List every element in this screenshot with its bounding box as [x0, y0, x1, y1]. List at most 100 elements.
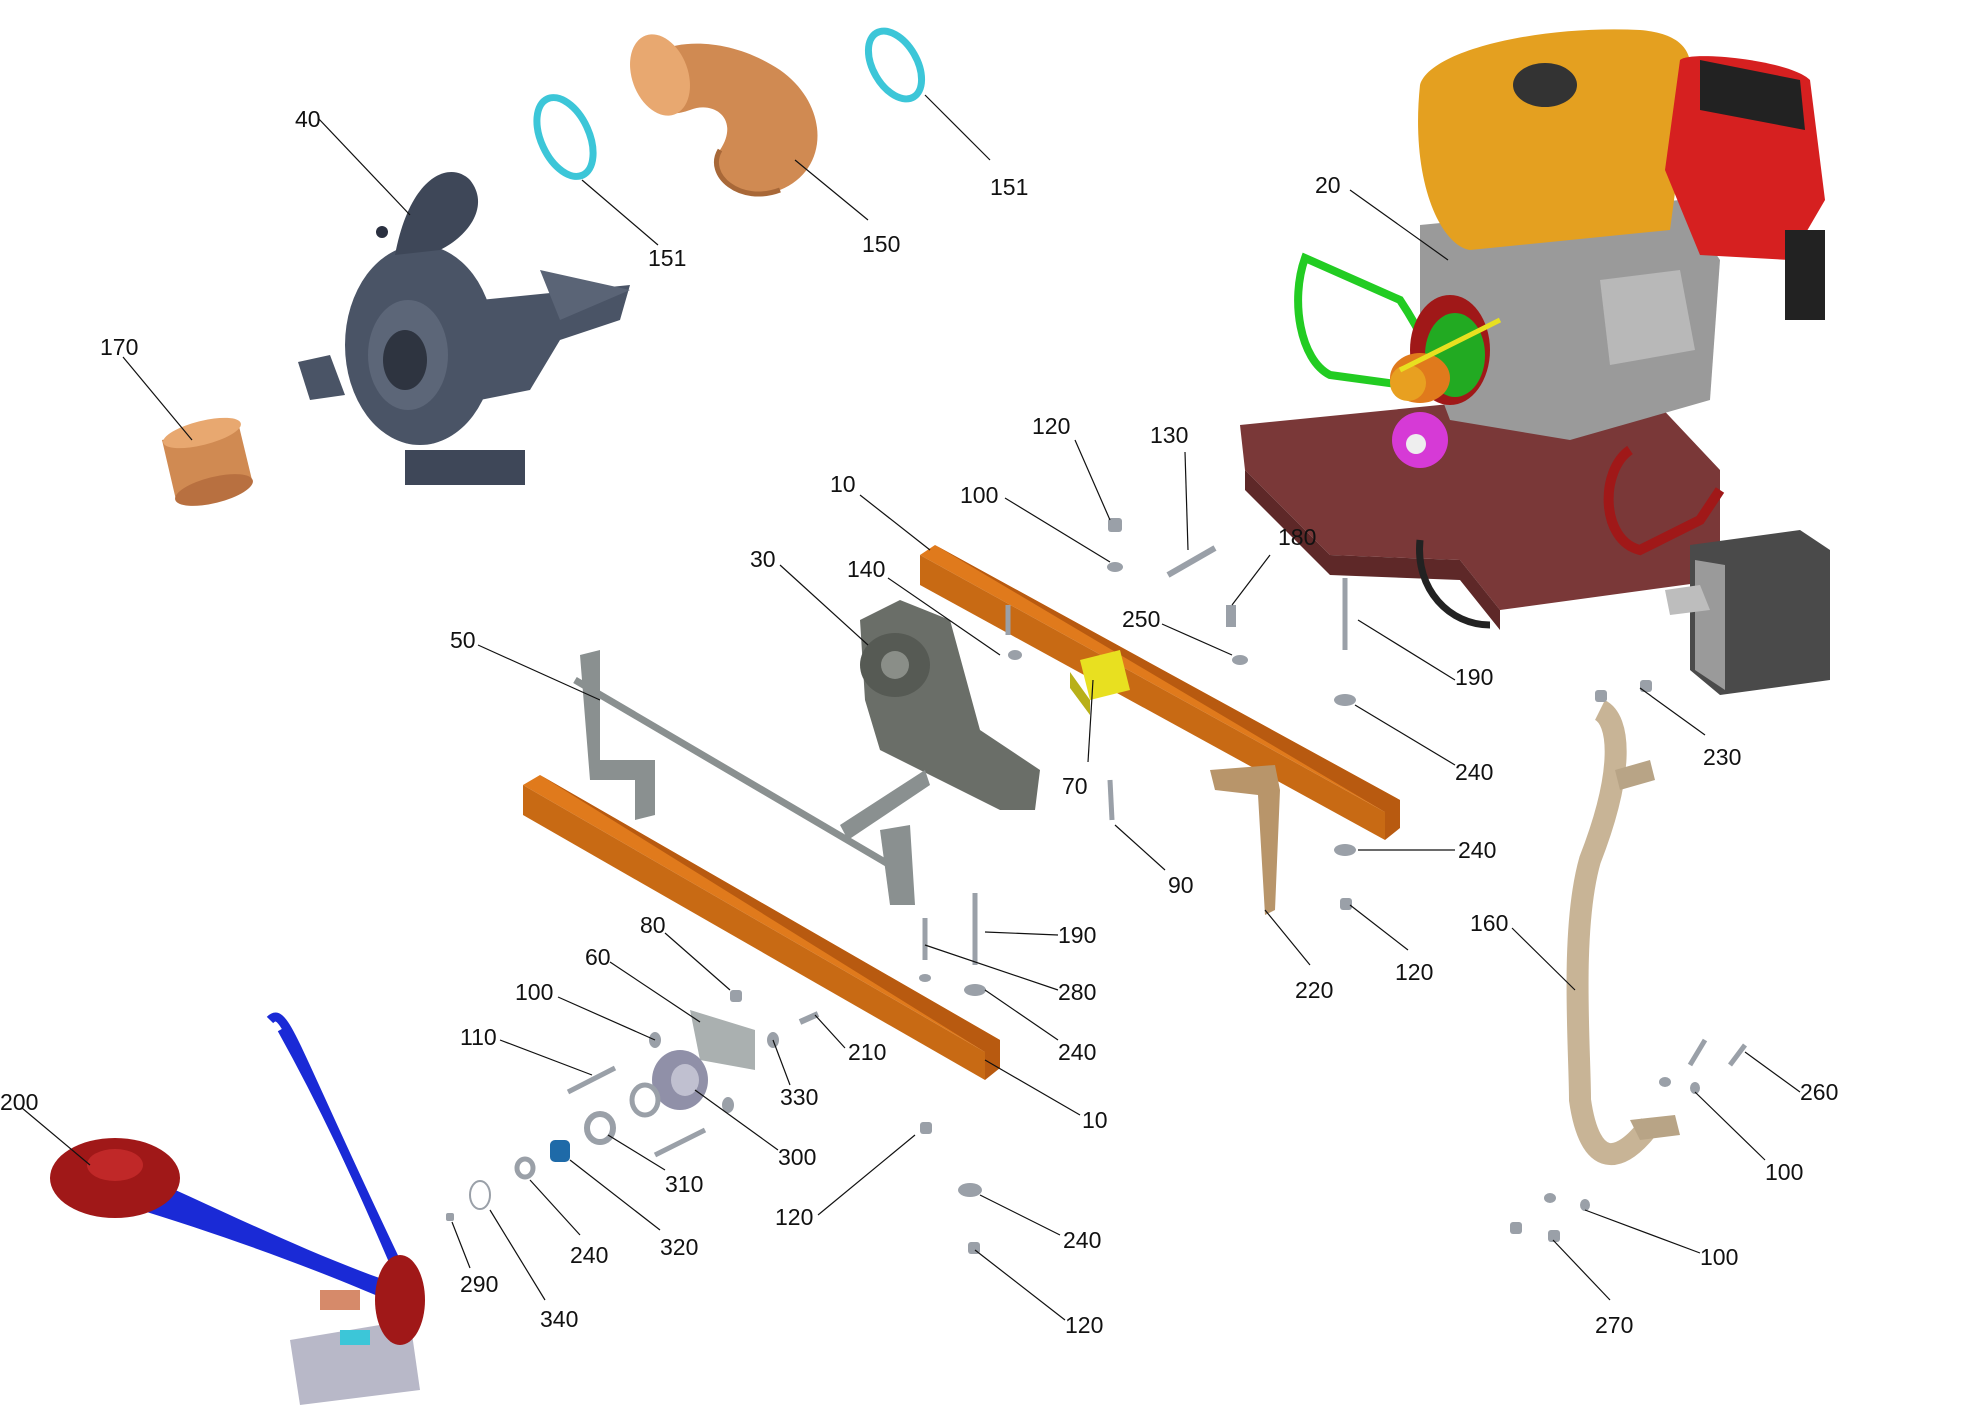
callout-label: 120	[1395, 959, 1433, 985]
callout-label: 80	[640, 912, 666, 938]
callout-label: 180	[1278, 524, 1316, 550]
callout-label: 260	[1800, 1079, 1838, 1105]
callout-180: 180	[1231, 524, 1316, 606]
callout-100-top: 100	[960, 482, 1111, 563]
callout-320: 320	[569, 1159, 698, 1260]
callout-label: 310	[665, 1171, 703, 1197]
callout-group: 40 151 150 151 170 20 120 130 100 10 180…	[0, 94, 1838, 1338]
callout-label: 100	[960, 482, 998, 508]
part-muffler	[1665, 530, 1830, 695]
callout-label: 30	[750, 546, 776, 572]
fastener-set	[446, 518, 1747, 1254]
callout-240-e: 240	[529, 1179, 608, 1268]
part-30-pillow-block	[860, 600, 1040, 810]
callout-220: 220	[1264, 909, 1333, 1003]
callout-310: 310	[607, 1134, 703, 1197]
part-320-fitting	[550, 1140, 570, 1162]
callout-label: 70	[1062, 773, 1088, 799]
part-300-idler-pulley	[652, 1050, 708, 1110]
callout-30: 30	[750, 546, 869, 646]
part-60-plate	[690, 1010, 755, 1070]
callout-label: 170	[100, 334, 138, 360]
callout-170: 170	[100, 334, 193, 441]
callout-label: 200	[0, 1089, 38, 1115]
callout-151-right: 151	[924, 94, 1028, 200]
callout-label: 60	[585, 944, 611, 970]
callout-label: 110	[460, 1024, 497, 1050]
part-20-engine	[1240, 29, 1825, 630]
callout-10-upper: 10	[830, 471, 931, 551]
callout-240-d: 240	[979, 1194, 1101, 1253]
callout-340: 340	[489, 1209, 578, 1332]
callout-60: 60	[585, 944, 701, 1023]
callout-240-a: 240	[1354, 704, 1493, 785]
callout-label: 240	[1458, 837, 1496, 863]
callout-label: 190	[1058, 922, 1096, 948]
callout-330: 330	[772, 1039, 818, 1110]
callout-120-mid: 120	[1349, 904, 1433, 985]
callout-label: 240	[1058, 1039, 1096, 1065]
callout-70: 70	[1062, 679, 1094, 799]
callout-290: 290	[451, 1221, 498, 1297]
callout-label: 160	[1470, 910, 1508, 936]
callout-210: 210	[814, 1014, 886, 1065]
callout-90: 90	[1114, 824, 1194, 898]
callout-label: 20	[1315, 172, 1341, 198]
callout-label: 151	[990, 174, 1028, 200]
callout-label: 100	[1765, 1159, 1803, 1185]
callout-190-top: 190	[1357, 619, 1493, 690]
callout-label: 320	[660, 1234, 698, 1260]
callout-190-mid: 190	[984, 922, 1096, 948]
callout-140: 140	[847, 556, 1001, 656]
callout-151-left: 151	[581, 179, 686, 271]
callout-label: 10	[1082, 1107, 1108, 1133]
callout-label: 280	[1058, 979, 1096, 1005]
callout-label: 300	[778, 1144, 816, 1170]
callout-label: 10	[830, 471, 856, 497]
callout-label: 100	[515, 979, 553, 1005]
callout-240-c: 240	[984, 989, 1096, 1065]
callout-120-lower: 120	[775, 1134, 916, 1230]
callout-label: 340	[540, 1306, 578, 1332]
callout-120-bottom: 120	[974, 1249, 1103, 1338]
part-170-coupling-sleeve	[162, 417, 253, 506]
callout-label: 290	[460, 1271, 498, 1297]
callout-label: 240	[1063, 1227, 1101, 1253]
callout-label: 240	[1455, 759, 1493, 785]
callout-label: 250	[1122, 606, 1160, 632]
callout-100-right: 100	[1694, 1091, 1803, 1185]
callout-110: 110	[460, 1024, 593, 1076]
callout-10-lower: 10	[984, 1059, 1108, 1133]
callout-230: 230	[1639, 687, 1741, 770]
callout-label: 50	[450, 627, 476, 653]
callout-200: 200	[0, 1089, 91, 1166]
part-151-hose-clamp-left	[533, 94, 597, 180]
callout-50: 50	[450, 627, 601, 701]
callout-label: 190	[1455, 664, 1493, 690]
part-200-belt-drive	[50, 1012, 425, 1405]
part-10-frame-rail-lower	[523, 775, 1000, 1080]
part-40-blower	[298, 172, 630, 485]
callout-label: 220	[1295, 977, 1333, 1003]
callout-label: 210	[848, 1039, 886, 1065]
callout-40: 40	[295, 106, 411, 216]
callout-20: 20	[1315, 172, 1449, 261]
callout-label: 100	[1700, 1244, 1738, 1270]
part-50-shaft-assembly	[573, 650, 930, 905]
callout-280: 280	[924, 944, 1096, 1005]
callout-label: 240	[570, 1242, 608, 1268]
callout-label: 120	[1032, 413, 1070, 439]
callout-100-mid: 100	[515, 979, 656, 1041]
callout-150: 150	[794, 159, 900, 257]
callout-250: 250	[1122, 606, 1233, 656]
callout-240-b: 240	[1358, 837, 1496, 863]
callout-label: 120	[1065, 1312, 1103, 1338]
callout-160: 160	[1470, 910, 1576, 991]
callout-100-lower-right: 100	[1584, 1209, 1738, 1270]
callout-label: 151	[648, 245, 686, 271]
callout-120-top: 120	[1032, 413, 1111, 521]
callout-80: 80	[640, 912, 731, 991]
callout-300: 300	[694, 1089, 816, 1170]
part-150-hose	[630, 34, 818, 197]
